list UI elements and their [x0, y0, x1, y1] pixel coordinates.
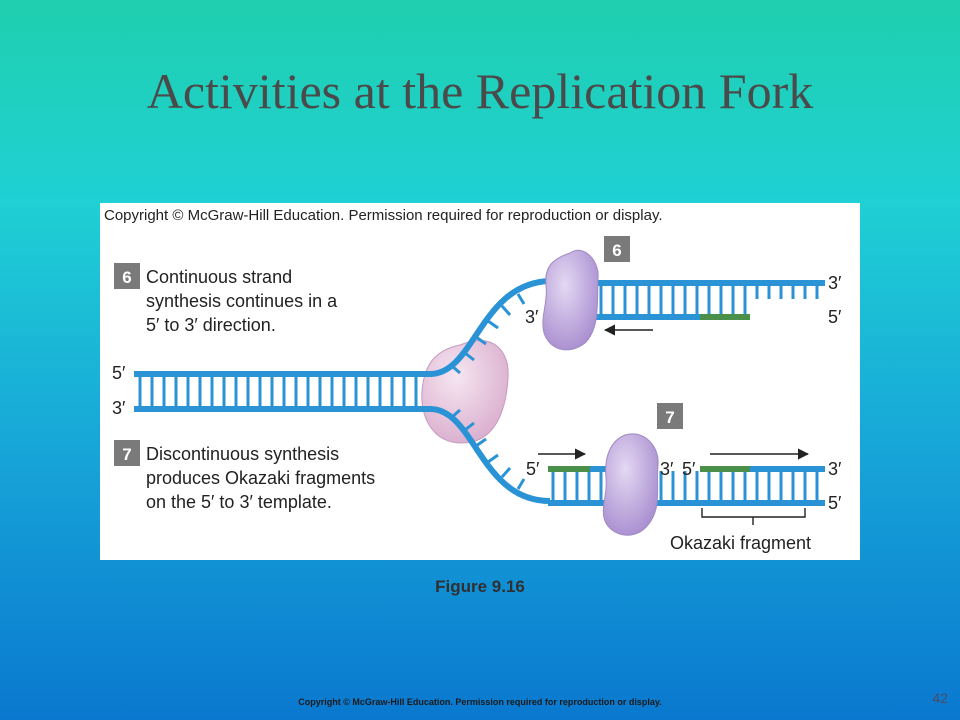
- footer-copyright: Copyright © McGraw-Hill Education. Permi…: [298, 697, 662, 707]
- leading-new-3prime-label: 3′: [525, 307, 539, 327]
- parent-top-5prime-label: 5′: [112, 363, 126, 383]
- step7-diagram-badge-number: 7: [665, 408, 674, 427]
- figure-copyright: Copyright © McGraw-Hill Education. Permi…: [104, 207, 663, 224]
- step7-line-1: Discontinuous synthesis: [146, 444, 339, 464]
- lagging-top-3prime-label: 3′: [828, 459, 842, 479]
- fork-bottom-arm: [429, 406, 551, 504]
- replication-fork-figure: Copyright © McGraw-Hill Education. Permi…: [100, 203, 860, 560]
- leading-polymerase: [542, 250, 599, 351]
- step7-badge-number: 7: [122, 445, 131, 464]
- lagging-fragment2-5prime-label: 5′: [682, 459, 696, 479]
- step6-line-1: Continuous strand: [146, 267, 292, 287]
- figure-canvas: Copyright © McGraw-Hill Education. Permi…: [104, 207, 842, 553]
- step6-diagram-badge-number: 6: [612, 241, 621, 260]
- step6-badge-number: 6: [122, 268, 131, 287]
- step6-badge: [114, 263, 140, 289]
- leading-bottom-5prime-label: 5′: [828, 307, 842, 327]
- leading-top-3prime-label: 3′: [828, 273, 842, 293]
- step7-diagram-badge: [657, 403, 683, 429]
- lagging-fragment-3prime-label: 3′: [660, 459, 674, 479]
- step7-badge: [114, 440, 140, 466]
- step6-diagram-badge: [604, 236, 630, 262]
- figure-caption: Figure 9.16: [435, 577, 525, 596]
- slide-number: 42: [932, 690, 948, 706]
- slide-title: Activities at the Replication Fork: [146, 63, 814, 119]
- step6-line-2: synthesis continues in a: [146, 291, 338, 311]
- step7-line-2: produces Okazaki fragments: [146, 468, 375, 488]
- lagging-polymerase: [602, 433, 659, 536]
- fork-top-arm: [429, 278, 551, 377]
- fork-arm-bases: [451, 293, 526, 490]
- lagging-bottom-5prime-label: 5′: [828, 493, 842, 513]
- okazaki-fragment-label: Okazaki fragment: [670, 533, 811, 553]
- parent-bottom-3prime-label: 3′: [112, 398, 126, 418]
- step7-line-3: on the 5′ to 3′ template.: [146, 492, 332, 512]
- parental-duplex: [134, 371, 432, 412]
- okazaki-bracket: [701, 508, 806, 525]
- step6-line-3: 5′ to 3′ direction.: [146, 315, 276, 335]
- lagging-start-5prime-label: 5′: [526, 459, 540, 479]
